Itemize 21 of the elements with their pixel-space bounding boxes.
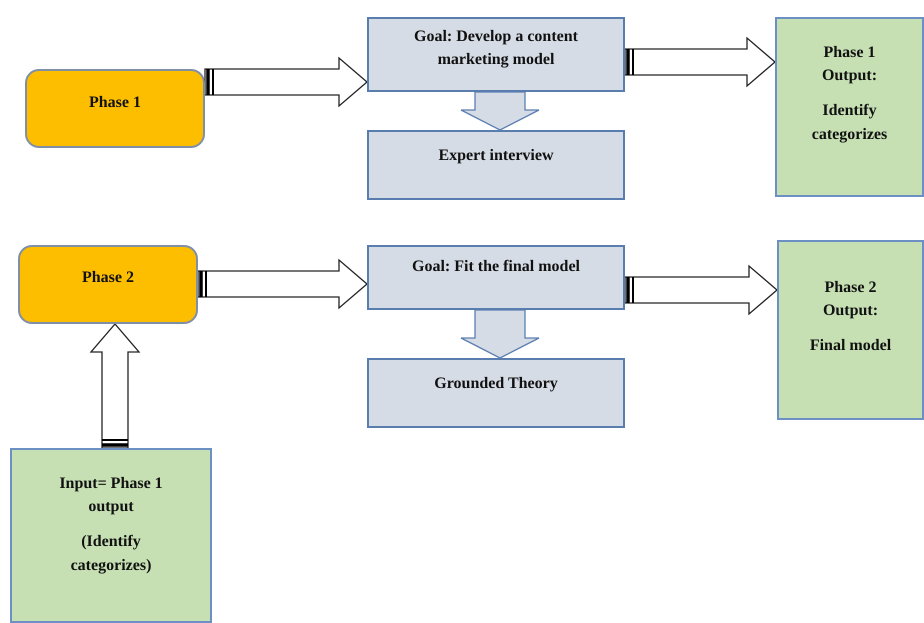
node-title: Goal: Fit the final model bbox=[412, 257, 580, 277]
process-box bbox=[367, 358, 625, 428]
output-box bbox=[10, 448, 212, 623]
output-box bbox=[777, 240, 924, 420]
node-title: Phase 1 bbox=[89, 93, 141, 113]
phase-box bbox=[18, 245, 198, 324]
node-title: Grounded Theory bbox=[434, 374, 558, 394]
process-box bbox=[367, 130, 625, 200]
node-text: (Identify categorizes) bbox=[70, 532, 152, 576]
node-title: Phase 2 Output: bbox=[822, 278, 880, 322]
node-title: Expert interview bbox=[438, 146, 554, 166]
node-text: Identify categorizes bbox=[810, 101, 888, 145]
node-text: Final model bbox=[810, 336, 892, 356]
phase-box bbox=[25, 69, 205, 148]
output-box bbox=[775, 17, 924, 197]
node-title: Phase 1 Output: bbox=[820, 43, 878, 86]
process-box bbox=[367, 17, 625, 92]
process-box bbox=[367, 245, 625, 310]
node-title: Goal: Develop a content marketing model bbox=[413, 27, 579, 70]
node-title: Phase 2 bbox=[82, 268, 134, 288]
node-title: Input= Phase 1 output bbox=[58, 474, 164, 518]
